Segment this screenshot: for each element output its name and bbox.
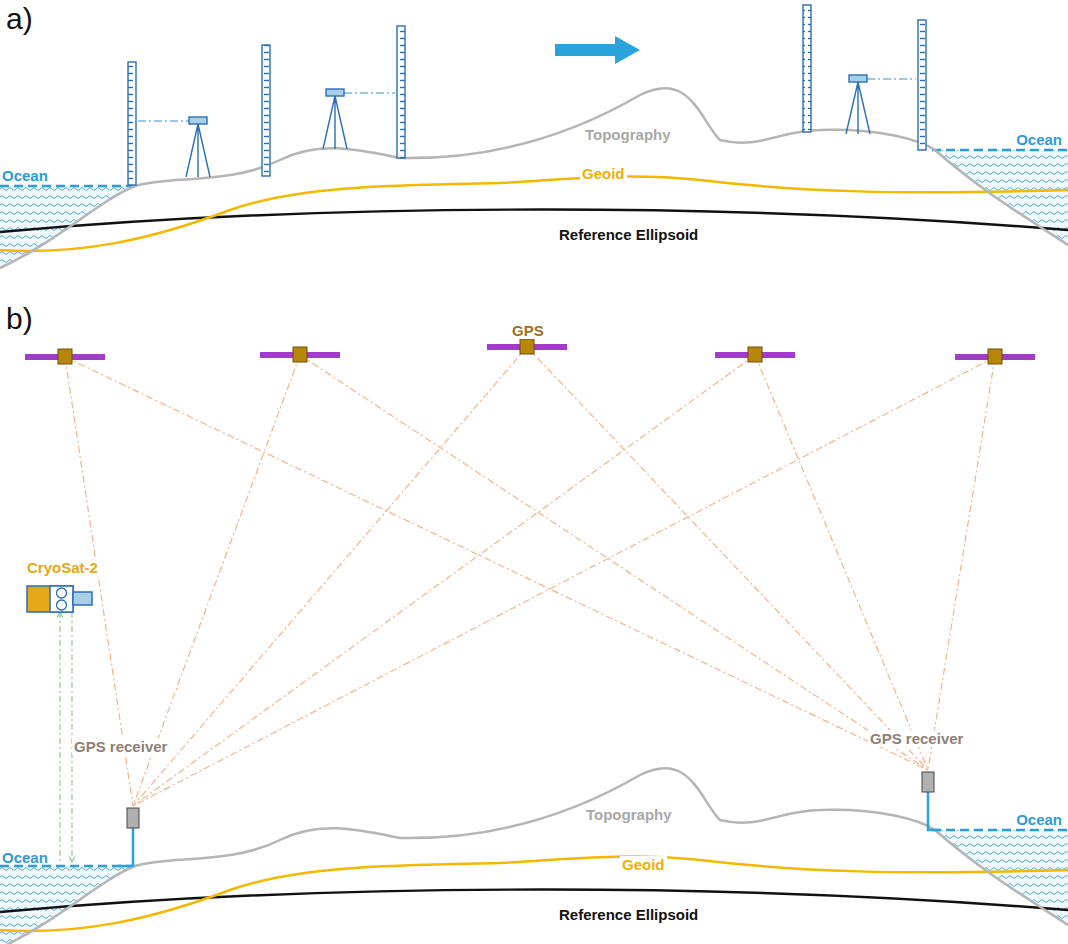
sight-lines [138,79,916,121]
signal-lines [65,347,995,806]
gps-satellite [260,347,340,362]
geoid-label: Geoid [620,856,667,873]
topography-label: Topography [583,126,673,143]
signal-line [755,355,928,770]
level-instruments [186,75,870,177]
signal-line [65,357,928,770]
signal-line [133,347,527,806]
gps-satellite [25,349,105,364]
satellite-label: CryoSat-2 [25,559,100,576]
gps-satellites [25,339,1035,364]
ocean-label: Ocean [0,849,50,866]
gps-satellite [487,339,567,354]
receiver-label: GPS receiver [868,730,965,747]
geoid-label: Geoid [580,165,627,182]
signal-line [133,355,755,806]
receiver-label: GPS receiver [72,738,169,755]
signal-line [928,357,995,770]
ocean-label: Ocean [1014,811,1064,828]
ocean-label: Ocean [0,167,50,184]
signal-line [133,357,995,806]
ocean-label: Ocean [1014,131,1064,148]
direction-arrow [555,36,640,64]
signal-line [527,347,928,770]
gps-receivers [118,772,940,866]
cryosat-beams [57,612,75,862]
cryosat-satellite [27,586,92,612]
topography-label: Topography [584,806,674,823]
panel-letter: a) [4,2,35,37]
gps-satellite [715,347,795,362]
satellite-label: GPS [510,322,546,339]
ellipsoid-label: Reference Ellipsoid [557,906,700,923]
gps-satellite [955,349,1035,364]
panel-letter: b) [4,302,35,337]
signal-line [300,355,928,770]
ellipsoid-label: Reference Ellipsoid [557,226,700,243]
levelling-staffs [128,5,926,185]
